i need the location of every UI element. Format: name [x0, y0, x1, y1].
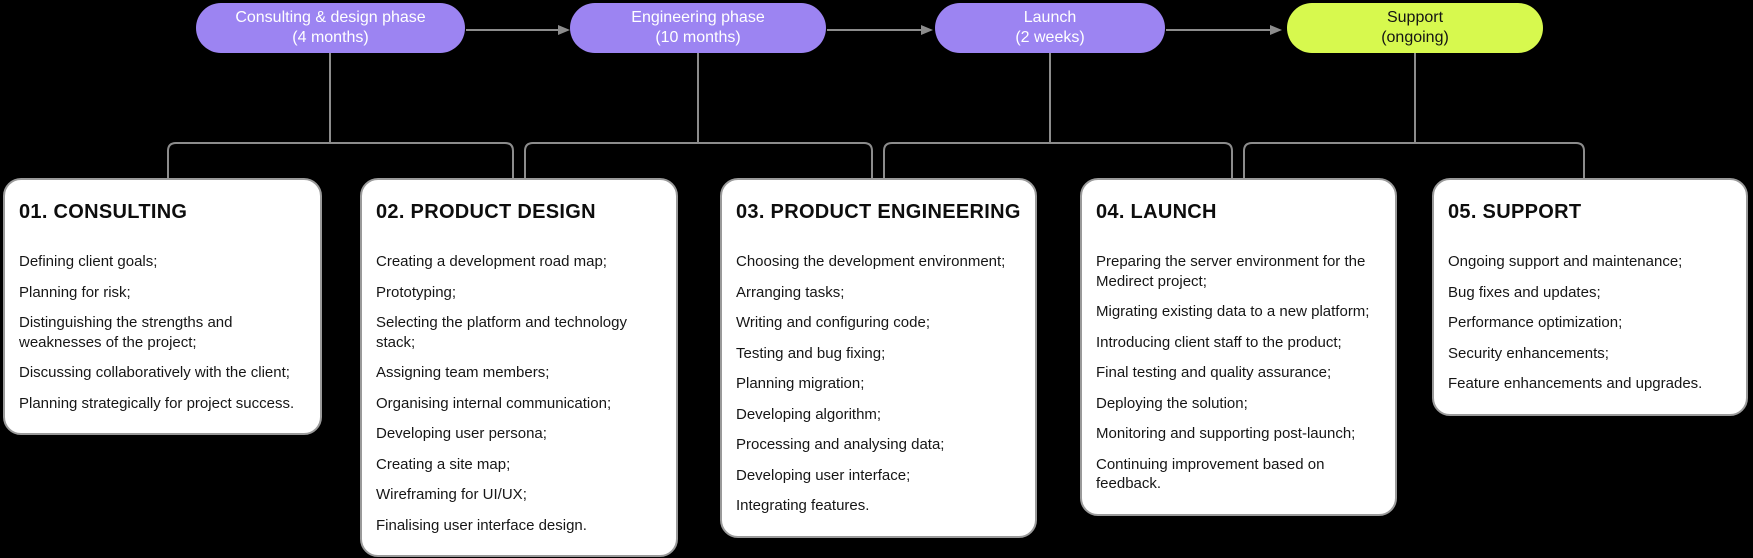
card-item: Integrating features.	[736, 497, 870, 514]
card-item: Monitoring and supporting post-launch;	[1096, 425, 1356, 442]
card-support: 05. SUPPORT Ongoing support and maintena…	[1432, 178, 1748, 416]
phase-pill-launch: Launch (2 weeks)	[935, 3, 1165, 53]
card-title: 03. PRODUCT ENGINEERING	[736, 201, 1021, 223]
card-item: Assigning team members;	[376, 364, 550, 381]
card-item: Security enhancements;	[1448, 344, 1609, 362]
card-item: Developing user interface;	[736, 466, 911, 484]
card-item: Testing and bug fixing;	[736, 344, 886, 362]
card-title: 02. PRODUCT DESIGN	[376, 201, 596, 223]
phase-pill-consulting-design: Consulting & design phase (4 months)	[196, 3, 465, 53]
card-item-list: Preparing the server environment for the…	[1096, 252, 1381, 494]
phase-label: Support	[1386, 8, 1444, 26]
card-item: Finalising user interface design.	[376, 516, 587, 534]
phase-label: Consulting & design phase	[235, 8, 426, 26]
card-item: Ongoing support and maintenance;	[1448, 253, 1683, 270]
card-item: Prototyping;	[376, 283, 457, 301]
card-item: Planning strategically for project succe…	[19, 394, 295, 412]
phase-label: Engineering phase	[631, 8, 765, 26]
card-item-list: Ongoing support and maintenance; Bug fixe…	[1448, 252, 1732, 394]
card-item: Performance optimization;	[1448, 314, 1623, 331]
card-item: Selecting the platform and technology st…	[376, 314, 627, 351]
card-consulting: 01. CONSULTING Defining client goals; Pla…	[3, 178, 322, 435]
card-item: Bug fixes and updates;	[1448, 283, 1601, 301]
card-item: Wireframing for UI/UX;	[376, 486, 527, 503]
card-item: Planning for risk;	[19, 283, 131, 301]
phase-bracket-3	[883, 142, 1233, 180]
phase-duration: (4 months)	[292, 29, 369, 46]
flow-arrowhead-2	[921, 25, 933, 35]
phase-bracket-2	[524, 142, 873, 180]
card-item: Distinguishing the strengths and weaknes…	[19, 314, 233, 351]
card-item: Migrating existing data to a new platfor…	[1096, 303, 1370, 320]
card-item: Discussing collaboratively with the clie…	[19, 364, 290, 381]
card-item: Writing and configuring code;	[736, 314, 931, 331]
card-item: Arranging tasks;	[736, 283, 845, 301]
card-item: Defining client goals;	[19, 253, 158, 270]
card-item: Final testing and quality assurance;	[1096, 364, 1332, 381]
card-item-list: Defining client goals; Planning for risk;…	[19, 252, 306, 413]
card-item: Introducing client staff to the product;	[1096, 333, 1342, 351]
card-item: Creating a development road map;	[376, 253, 607, 270]
card-item: Creating a site map;	[376, 455, 511, 473]
card-item-list: Choosing the development environment; Arr…	[736, 252, 1021, 516]
phase-bracket-1	[167, 142, 514, 180]
card-item: Deploying the solution;	[1096, 394, 1248, 412]
card-item: Feature enhancements and upgrades.	[1448, 375, 1703, 392]
phase-label: Launch	[1023, 8, 1077, 26]
card-item: Continuing improvement based on feedback…	[1096, 455, 1325, 493]
phase-duration: (2 weeks)	[1015, 29, 1085, 46]
phase-bracket-4	[1243, 142, 1585, 180]
flow-arrowhead-3	[1270, 25, 1282, 35]
card-product-design: 02. PRODUCT DESIGN Creating a developmen…	[360, 178, 678, 557]
card-item: Planning migration;	[736, 375, 865, 392]
card-item: Organising internal communication;	[376, 394, 612, 412]
card-item: Processing and analysing data;	[736, 436, 945, 453]
phase-duration: (10 months)	[655, 29, 741, 46]
card-item: Developing algorithm;	[736, 405, 882, 423]
card-item-list: Creating a development road map; Prototyp…	[376, 252, 662, 535]
phase-pill-support: Support (ongoing)	[1287, 3, 1543, 53]
card-title: 04. LAUNCH	[1096, 201, 1217, 223]
card-launch: 04. LAUNCH Preparing the server environm…	[1080, 178, 1397, 516]
card-title: 05. SUPPORT	[1448, 201, 1582, 223]
card-item: Choosing the development environment;	[736, 253, 1006, 270]
phase-duration: (ongoing)	[1381, 29, 1449, 46]
phase-pill-engineering: Engineering phase (10 months)	[570, 3, 826, 53]
flow-arrowhead-1	[558, 25, 570, 35]
card-product-engineering: 03. PRODUCT ENGINEERING Choosing the dev…	[720, 178, 1037, 538]
card-item: Developing user persona;	[376, 425, 547, 442]
card-title: 01. CONSULTING	[19, 201, 188, 223]
card-item: Preparing the server environment for the…	[1096, 253, 1366, 290]
